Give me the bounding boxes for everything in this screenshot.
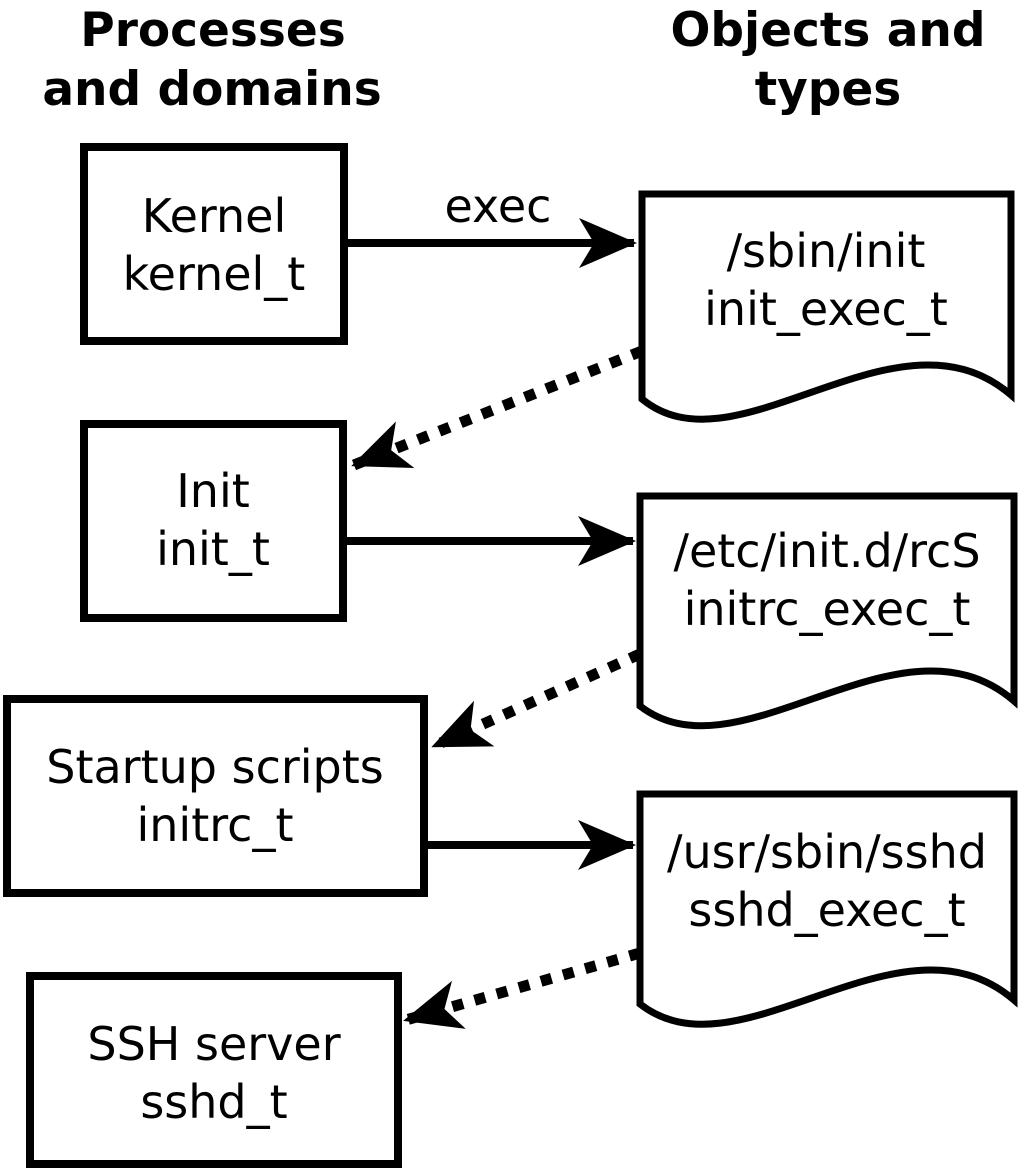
process-box-startup-scripts-domain: initrc_t: [137, 798, 294, 852]
edge-transition-sshd-exec-to-sshd: [403, 947, 642, 1029]
process-box-kernel: Kernel kernel_t: [80, 143, 348, 345]
process-box-init: Init init_t: [80, 420, 347, 622]
process-box-ssh-server-rect: [26, 972, 402, 1168]
object-doc-usr-sbin-sshd-shape: [636, 790, 1018, 1028]
process-box-kernel-domain: kernel_t: [123, 247, 306, 301]
process-box-kernel-rect: [80, 143, 348, 345]
object-doc-sbin-init-shape: [638, 190, 1015, 423]
process-box-ssh-server-label: SSH server: [87, 1017, 340, 1071]
process-box-startup-scripts-label: Startup scripts: [46, 740, 384, 794]
object-doc-usr-sbin-sshd-path: /usr/sbin/sshd: [667, 825, 987, 879]
object-doc-etc-initd-rcS-type: initrc_exec_t: [684, 582, 971, 636]
object-doc-sbin-init: /sbin/init init_exec_t: [638, 190, 1015, 423]
right-column-header-line2: types: [755, 62, 902, 117]
object-doc-usr-sbin-sshd-type: sshd_exec_t: [688, 883, 965, 937]
process-box-ssh-server: SSH server sshd_t: [26, 972, 402, 1168]
process-box-init-rect: [80, 420, 347, 622]
process-box-init-label: Init: [176, 464, 250, 518]
process-box-ssh-server-domain: sshd_t: [140, 1075, 287, 1129]
object-doc-etc-initd-rcS: /etc/init.d/rcS initrc_exec_t: [636, 492, 1018, 730]
right-column-header-line1: Objects and: [670, 3, 985, 58]
exec-edge-label: exec: [445, 179, 552, 233]
process-box-startup-scripts: Startup scripts initrc_t: [3, 695, 428, 897]
left-column-header-line2: and domains: [42, 62, 381, 117]
left-column-header-line1: Processes: [80, 3, 345, 58]
column-headers: Processes and domains Objects and types: [42, 3, 985, 117]
edges: exec: [347, 179, 645, 1029]
object-doc-sbin-init-type: init_exec_t: [704, 282, 948, 336]
edge-transition-sbin-init-to-init: [351, 345, 645, 471]
object-doc-etc-initd-rcS-shape: [636, 492, 1018, 730]
process-box-init-domain: init_t: [156, 522, 270, 576]
process-box-startup-scripts-rect: [3, 695, 428, 897]
object-doc-sbin-init-path: /sbin/init: [727, 224, 926, 278]
object-doc-usr-sbin-sshd: /usr/sbin/sshd sshd_exec_t: [636, 790, 1018, 1028]
edge-transition-rcS-to-initrc: [431, 648, 643, 752]
process-box-kernel-label: Kernel: [142, 189, 287, 243]
object-doc-etc-initd-rcS-path: /etc/init.d/rcS: [673, 524, 980, 578]
